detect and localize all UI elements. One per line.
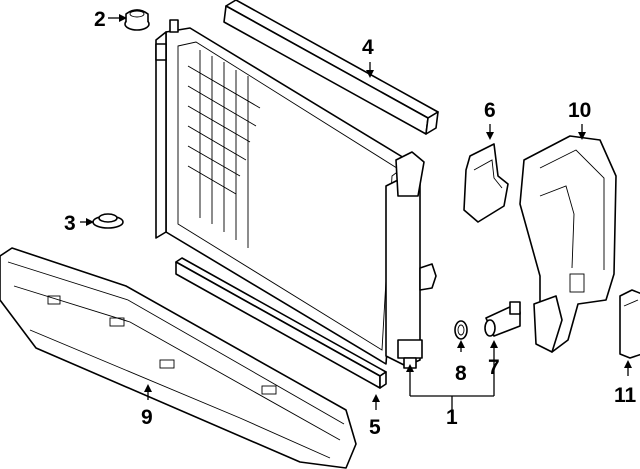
callout-6: 6	[484, 99, 496, 122]
bracket-part	[463, 124, 509, 223]
radiator-core	[187, 50, 261, 248]
fan-shroud-part	[519, 124, 617, 353]
callout-5: 5	[369, 416, 381, 439]
callout-9: 9	[141, 406, 153, 429]
clip-part	[619, 289, 640, 376]
radiator-cap-part	[108, 9, 150, 31]
callout-2: 2	[94, 8, 106, 31]
drain-cock-part	[484, 301, 521, 348]
o-ring-part	[454, 320, 468, 352]
callout-3: 3	[64, 212, 76, 235]
callout-11: 11	[614, 384, 637, 407]
callout-4: 4	[362, 36, 374, 59]
lower-seal-part	[175, 257, 387, 410]
callout-8: 8	[455, 362, 467, 385]
callout-10: 10	[568, 99, 591, 122]
upper-seal-part	[223, 0, 439, 135]
radiator-part	[155, 19, 495, 410]
callout-1: 1	[446, 406, 458, 429]
callout-7: 7	[488, 356, 500, 379]
air-deflector-part	[0, 247, 357, 469]
drain-plug-part	[80, 213, 124, 229]
